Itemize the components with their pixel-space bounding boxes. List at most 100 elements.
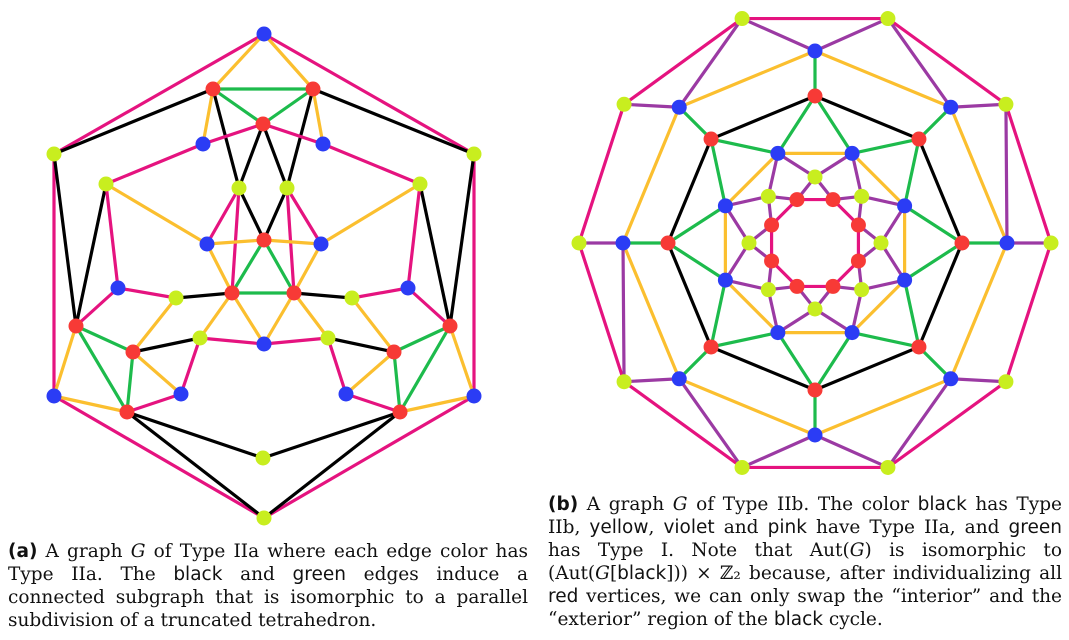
vertex-lime (807, 301, 823, 317)
edge-pink (201, 122, 265, 146)
vertex-lime (616, 96, 632, 112)
edge-pink (344, 392, 402, 414)
vertex-red (703, 339, 719, 355)
vertex-red (807, 382, 823, 398)
vertex-blue (199, 236, 215, 252)
vertex-lime (46, 146, 62, 162)
caption-b-text-5: and (714, 517, 768, 538)
caption-b-text-9: [ (609, 563, 618, 584)
edge-pink (577, 102, 626, 245)
edge-black (666, 137, 713, 245)
vertex-lime (466, 146, 482, 162)
vertex-lime (998, 96, 1014, 112)
edge-black (917, 241, 964, 349)
caption-b-text-1: A graph (578, 494, 673, 515)
edge-green (261, 87, 315, 126)
edge-black (52, 152, 78, 328)
caption-a-text-1: A graph (37, 541, 131, 562)
edge-black (326, 336, 396, 354)
edge-pink (350, 286, 410, 300)
edge-green (850, 331, 921, 349)
edge-yellow (262, 238, 323, 246)
vertex-red (442, 318, 458, 334)
edge-yellow (677, 49, 817, 109)
edge-violet (677, 16, 744, 109)
edge-green (903, 137, 921, 208)
graph-b-diagram (571, 11, 1059, 475)
edge-green (125, 350, 135, 414)
vertex-lime (98, 176, 114, 192)
edge-yellow (850, 278, 907, 335)
edge-black (52, 87, 215, 156)
edge-black (813, 94, 921, 141)
edge-violet (677, 377, 744, 470)
edge-yellow (52, 324, 78, 398)
caption-a-black-word: black (173, 564, 223, 585)
edge-green (398, 324, 452, 414)
caption-b-green-word: green (1008, 517, 1062, 538)
edge-pink (179, 336, 202, 396)
edge-green (903, 278, 921, 349)
vertex-blue (256, 336, 272, 352)
edge-green (74, 324, 135, 354)
edge-pink (1004, 102, 1053, 245)
edge-black (237, 122, 265, 190)
caption-a-text-2: of Type IIa where each edge color has Ty… (8, 541, 528, 585)
vertex-red (789, 278, 805, 294)
edge-black (292, 291, 354, 300)
vertex-red (850, 253, 866, 269)
edge-green (776, 331, 817, 392)
edge-green (709, 137, 727, 208)
edge-yellow (292, 242, 323, 295)
vertex-lime (231, 180, 247, 196)
caption-a: (a) A graph G of Type IIa where each edg… (8, 540, 528, 632)
edge-pink (406, 286, 452, 328)
edge-yellow (292, 291, 330, 340)
vertex-lime (998, 374, 1014, 390)
caption-b-red-word: red (548, 586, 579, 607)
vertex-red (660, 235, 676, 251)
graph-a-vertices (46, 26, 482, 526)
vertex-red (125, 344, 141, 360)
edge-pink (326, 336, 348, 396)
vertex-red (286, 285, 302, 301)
vertex-red (256, 232, 272, 248)
edge-pink (74, 286, 120, 328)
caption-b-graph-symbol-2: G (849, 540, 865, 561)
caption-b-yellow-word: yellow (589, 517, 649, 538)
edge-green (776, 94, 817, 155)
edge-green (74, 324, 129, 414)
edge-yellow (262, 32, 315, 91)
vertex-blue (466, 388, 482, 404)
vertex-lime (571, 235, 587, 251)
edge-yellow (448, 324, 476, 398)
vertex-red (703, 131, 719, 147)
vertex-red (68, 318, 84, 334)
edge-black (262, 186, 289, 242)
edge-pink (321, 142, 422, 186)
edge-green (903, 204, 964, 245)
edge-black (448, 152, 476, 328)
caption-a-text-3: and (222, 564, 293, 585)
vertex-blue (717, 198, 733, 214)
vertex-lime (854, 188, 870, 204)
edge-black (709, 345, 817, 392)
vertex-red (825, 192, 841, 208)
edge-yellow (131, 350, 183, 396)
edge-black (262, 410, 402, 520)
vertex-blue (195, 136, 211, 152)
edge-violet (1004, 102, 1009, 245)
edge-yellow (949, 241, 1009, 381)
edge-pink (125, 392, 183, 414)
edge-yellow (344, 350, 396, 396)
edge-violet (740, 433, 817, 470)
vertex-lime (741, 235, 757, 251)
vertex-red (764, 253, 780, 269)
vertex-red (789, 192, 805, 208)
edge-green (392, 350, 402, 414)
vertex-red (764, 217, 780, 233)
edge-green (666, 204, 727, 245)
vertex-lime (1043, 235, 1059, 251)
vertex-lime (616, 374, 632, 390)
caption-b-black-word-3: black (773, 609, 823, 630)
